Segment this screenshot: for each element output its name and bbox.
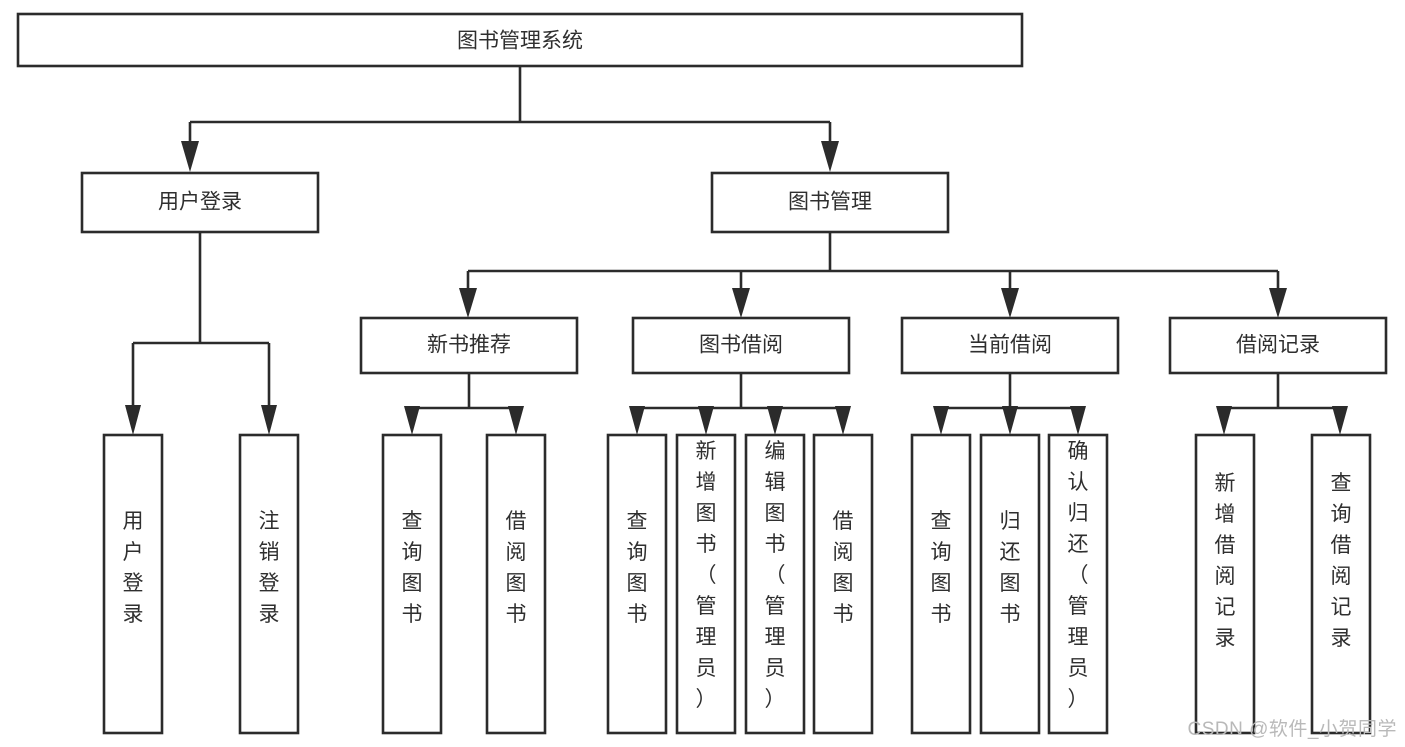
- node-book-management[interactable]: 图书管理: [710, 171, 950, 234]
- leaf-add-book-admin-box[interactable]: [675, 433, 737, 735]
- leaf-user-login-box[interactable]: [102, 433, 164, 735]
- arrowhead-user-login: [181, 141, 199, 172]
- leaf-borrow-book[interactable]: 借阅图书: [812, 433, 874, 735]
- leaf-query-book-newrec-label: 查询图书: [402, 510, 423, 626]
- arrowhead-current-borrow: [1001, 288, 1019, 318]
- leaf-query-borrow-record[interactable]: 查询借阅记录: [1310, 433, 1372, 735]
- connector-layer: [125, 66, 1348, 435]
- arrowhead-leaf-user-login: [125, 405, 141, 435]
- node-book-management-label: 图书管理: [788, 191, 872, 214]
- leaf-confirm-return-admin-label: 确认归还（管理员）: [1068, 440, 1089, 711]
- arrowhead-borrow-leaf-2: [698, 406, 714, 435]
- node-new-book-recommend-box[interactable]: [359, 316, 579, 375]
- leaf-add-borrow-record[interactable]: 新增借阅记录: [1194, 433, 1256, 735]
- node-user-login-label: 用户登录: [158, 191, 242, 214]
- node-current-borrow[interactable]: 当前借阅: [900, 316, 1120, 375]
- node-book-borrow[interactable]: 图书借阅: [631, 316, 851, 375]
- arrowhead-current-leaf-3: [1070, 406, 1086, 435]
- leaf-query-book-borrow[interactable]: 查询图书: [606, 433, 668, 735]
- leaf-add-book-admin-label: 新增图书（管理员）: [696, 440, 717, 711]
- leaf-add-borrow-record-label: 新增借阅记录: [1215, 472, 1236, 650]
- arrowhead-newbook-leaf-2: [508, 406, 524, 435]
- node-user-login[interactable]: 用户登录: [80, 171, 320, 234]
- leaf-query-book-borrow-label: 查询图书: [627, 510, 648, 626]
- leaf-query-book-newrec[interactable]: 查询图书: [381, 433, 443, 735]
- leaf-borrow-book-newrec-label: 借阅图书: [506, 510, 527, 626]
- arrowhead-book-borrow: [732, 288, 750, 318]
- leaf-query-book-borrow-box[interactable]: [606, 433, 668, 735]
- leaf-query-book-current[interactable]: 查询图书: [910, 433, 972, 735]
- arrowhead-new-book-rec: [459, 288, 477, 318]
- leaf-query-book-newrec-box[interactable]: [381, 433, 443, 735]
- leaf-add-book-admin[interactable]: 新增图书（管理员）: [675, 433, 737, 735]
- node-current-borrow-label: 当前借阅: [968, 334, 1052, 357]
- node-root-box[interactable]: [16, 12, 1024, 68]
- arrowhead-current-leaf-2: [1002, 406, 1018, 435]
- leaf-return-book[interactable]: 归还图书: [979, 433, 1041, 735]
- leaf-edit-book-admin-label: 编辑图书（管理员）: [765, 440, 786, 711]
- leaf-logout-box[interactable]: [238, 433, 300, 735]
- node-user-login-box[interactable]: [80, 171, 320, 234]
- arrowhead-borrow-leaf-1: [629, 406, 645, 435]
- leaf-edit-book-admin[interactable]: 编辑图书（管理员）: [744, 433, 806, 735]
- leaf-query-borrow-record-box[interactable]: [1310, 433, 1372, 735]
- leaf-confirm-return-admin[interactable]: 确认归还（管理员）: [1047, 433, 1109, 735]
- node-borrow-record-label: 借阅记录: [1236, 334, 1320, 357]
- node-book-borrow-label: 图书借阅: [699, 334, 783, 357]
- leaf-borrow-book-newrec[interactable]: 借阅图书: [485, 433, 547, 735]
- leaf-logout-label: 注销登录: [259, 510, 280, 626]
- node-root-label: 图书管理系统: [457, 30, 583, 53]
- leaf-edit-book-admin-box[interactable]: [744, 433, 806, 735]
- arrowhead-current-leaf-1: [933, 406, 949, 435]
- leaf-query-book-current-box[interactable]: [910, 433, 972, 735]
- leaf-return-book-label: 归还图书: [1000, 510, 1021, 626]
- leaf-user-login-label: 用户登录: [123, 510, 144, 626]
- node-new-book-recommend[interactable]: 新书推荐: [359, 316, 579, 375]
- arrowhead-leaf-logout: [261, 405, 277, 435]
- leaf-logout[interactable]: 注销登录: [238, 433, 300, 735]
- arrowhead-borrow-leaf-3: [767, 406, 783, 435]
- arrowhead-borrow-record: [1269, 288, 1287, 318]
- leaf-borrow-book-box[interactable]: [812, 433, 874, 735]
- node-borrow-record[interactable]: 借阅记录: [1168, 316, 1388, 375]
- leaf-query-borrow-record-label: 查询借阅记录: [1331, 472, 1352, 650]
- leaf-borrow-book-newrec-box[interactable]: [485, 433, 547, 735]
- leaf-return-book-box[interactable]: [979, 433, 1041, 735]
- node-book-borrow-box[interactable]: [631, 316, 851, 375]
- leaf-add-borrow-record-box[interactable]: [1194, 433, 1256, 735]
- leaf-confirm-return-admin-box[interactable]: [1047, 433, 1109, 735]
- node-new-book-recommend-label: 新书推荐: [427, 334, 511, 357]
- arrowhead-record-leaf-2: [1332, 406, 1348, 435]
- node-current-borrow-box[interactable]: [900, 316, 1120, 375]
- arrowhead-record-leaf-1: [1216, 406, 1232, 435]
- leaf-user-login[interactable]: 用户登录: [102, 433, 164, 735]
- csdn-watermark: CSDN @软件_小贺同学: [1187, 719, 1397, 740]
- arrowhead-book-mgmt: [821, 141, 839, 172]
- arrowhead-borrow-leaf-4: [835, 406, 851, 435]
- leaf-borrow-book-label: 借阅图书: [833, 510, 854, 626]
- arrowhead-newbook-leaf-1: [404, 406, 420, 435]
- node-book-management-box[interactable]: [710, 171, 950, 234]
- node-root-book-management-system[interactable]: 图书管理系统: [16, 12, 1024, 68]
- node-borrow-record-box[interactable]: [1168, 316, 1388, 375]
- leaf-query-book-current-label: 查询图书: [931, 510, 952, 626]
